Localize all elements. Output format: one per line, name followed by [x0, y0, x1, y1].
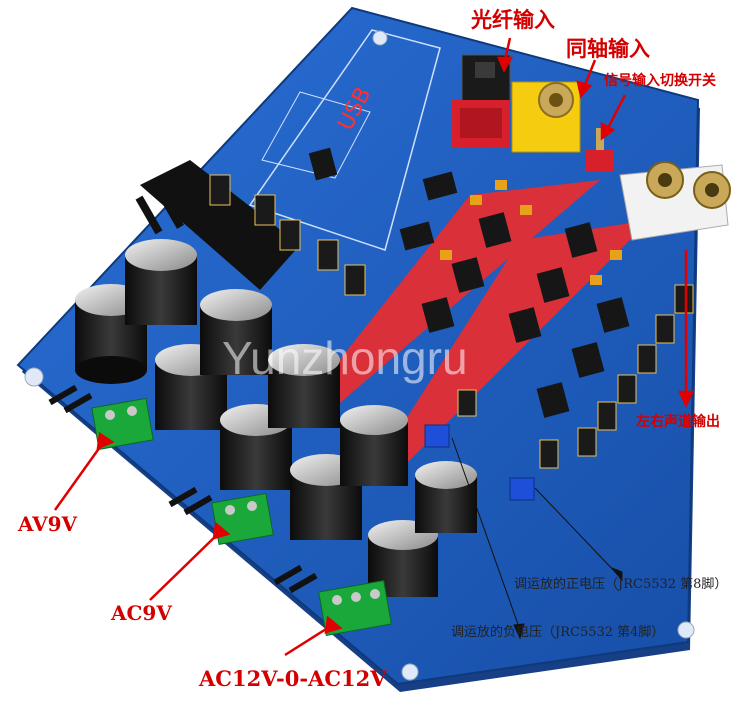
- label-negative-voltage: 调运放的负电压（JRC5532 第4脚）: [451, 625, 665, 640]
- terminal-block-ac12v: [318, 580, 392, 636]
- trimmer-potentiometers: [424, 424, 535, 501]
- optical-input-jack: [452, 54, 511, 148]
- label-input-switch: 信号输入切换开关: [604, 73, 716, 89]
- label-positive-voltage: 调运放的正电压（JRC5532 第8脚）: [514, 577, 728, 592]
- small-capacitors: [440, 180, 622, 285]
- heatsink: [135, 160, 300, 290]
- annotation-arrows: [53, 37, 694, 657]
- watermark-text: Yunzhongru: [222, 332, 468, 384]
- label-lr-output: 左右声道输出: [636, 414, 720, 430]
- resistor-strips: [300, 180, 650, 470]
- input-switch: [586, 128, 614, 172]
- label-ac12v: AC12V-0-AC12V: [199, 666, 387, 691]
- leader-lines: [451, 437, 623, 640]
- rca-output-jacks: [619, 161, 731, 241]
- label-optical-input: 光纤输入: [471, 7, 555, 32]
- terminal-block-av9v: [91, 397, 154, 450]
- coaxial-input-jack: [511, 81, 581, 153]
- opamp-chips: [308, 147, 630, 418]
- label-coaxial-input: 同轴输入: [566, 36, 650, 61]
- large-capacitors: [75, 239, 477, 597]
- small-electrolytics: [209, 174, 694, 469]
- label-ac9v: AC9V: [111, 601, 172, 625]
- rectifier-diodes: [48, 384, 318, 594]
- label-av9v: AV9V: [18, 512, 78, 536]
